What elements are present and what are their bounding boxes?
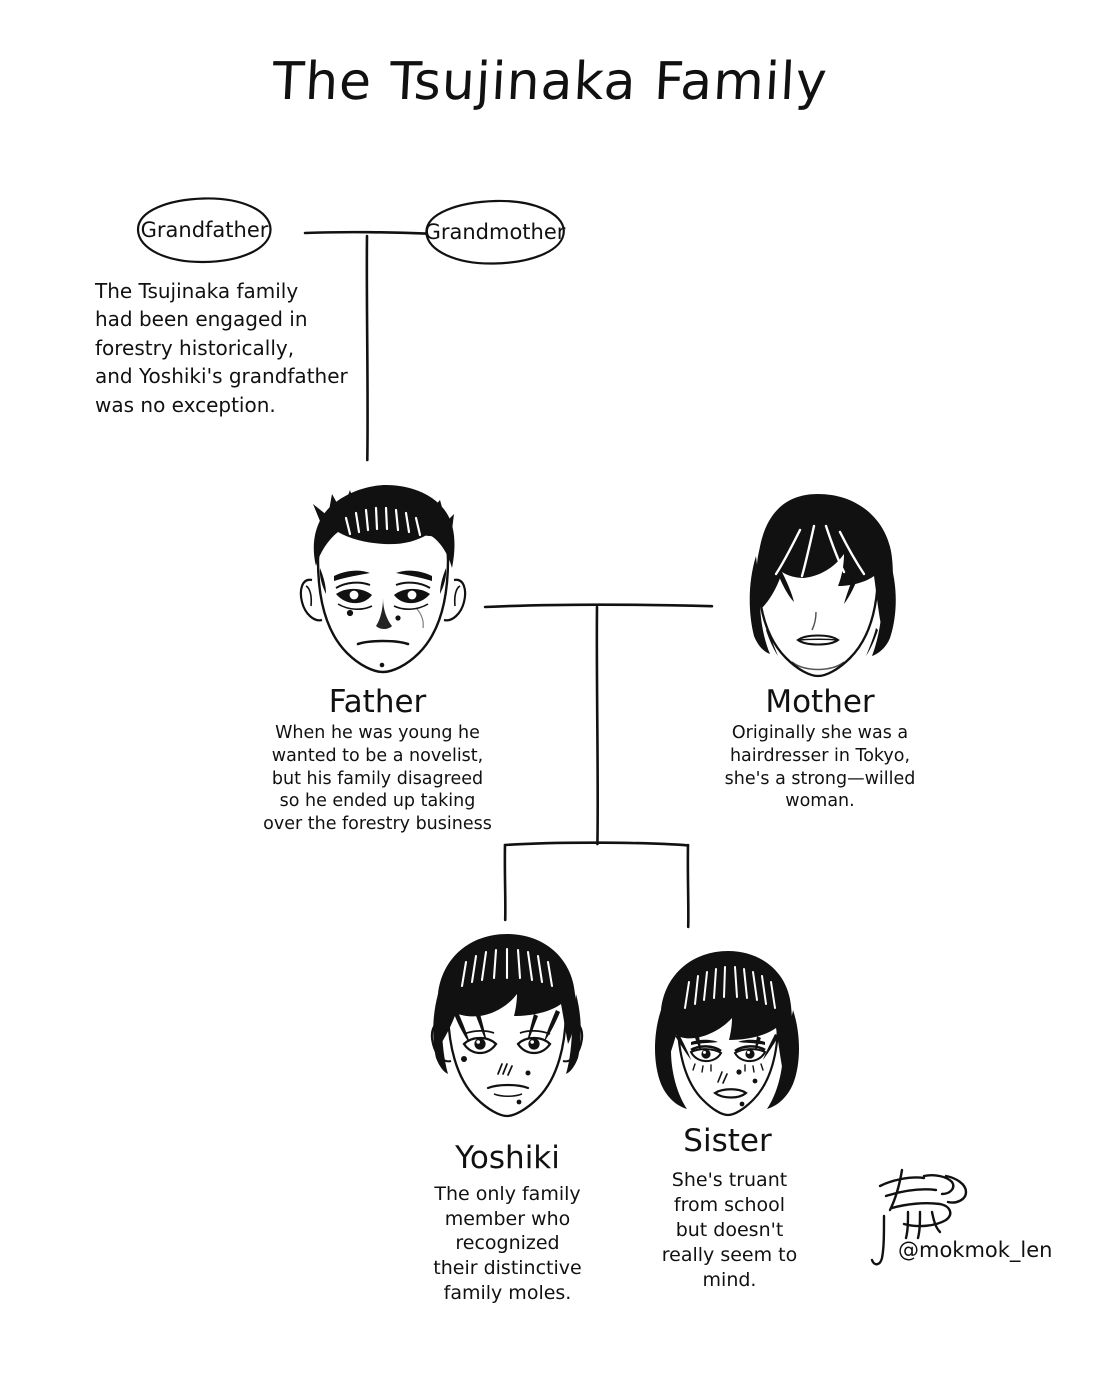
yoshiki-portrait[interactable] — [418, 932, 596, 1120]
grandparents-note-line: forestry historically, — [95, 335, 295, 360]
grandparents-note: The Tsujinaka family had been engaged in… — [95, 277, 395, 419]
artist-signature: @mokmok_len — [862, 1160, 1062, 1290]
father-portrait[interactable] — [288, 482, 478, 678]
mother-description-line: Originally she was a — [731, 723, 909, 743]
yoshiki-description-line: family moles. — [443, 1281, 572, 1304]
edge-parents-to-children — [595, 605, 600, 846]
father-description-line: over the forestry business — [263, 814, 492, 834]
grandparents-note-line: had been engaged in — [95, 307, 308, 332]
mother-description-line: hairdresser in Tokyo, — [729, 745, 911, 766]
sister-description: She's truant from school but doesn't rea… — [652, 1168, 807, 1293]
sister-name: Sister — [683, 1123, 772, 1159]
mole — [752, 1078, 758, 1084]
sister-description-line: really seem to — [661, 1244, 798, 1267]
father-description-line: so he ended up taking — [279, 791, 476, 812]
mole — [379, 662, 385, 668]
father-description-line: but his family disagreed — [271, 768, 484, 789]
edge-parents-marriage — [483, 603, 714, 609]
edge-bar-to-sister — [686, 843, 690, 929]
yoshiki-name: Yoshiki — [455, 1140, 560, 1176]
father-description-line: wanted to be a novelist, — [271, 745, 484, 766]
yoshiki-description: The only family member who recognized th… — [415, 1182, 600, 1305]
grandfather-ellipse — [136, 197, 272, 264]
grandparents-note-line: was no exception. — [95, 392, 276, 417]
sister-description-line: but doesn't — [675, 1219, 784, 1242]
father-name: Father — [328, 684, 427, 720]
sister-description-line: She's truant — [671, 1169, 788, 1191]
mole — [395, 615, 401, 621]
mother-description-line: she's a strong—willed — [724, 768, 916, 789]
yoshiki-description-line: The only family — [434, 1183, 581, 1205]
yoshiki-description-line: member who — [444, 1207, 571, 1230]
mole — [461, 1056, 467, 1062]
father-description-line: When he was young he — [275, 723, 480, 743]
yoshiki-description-line: recognized — [455, 1232, 560, 1255]
grandmother-ellipse — [425, 199, 565, 265]
edge-grandparents-marriage — [303, 230, 428, 235]
edge-sibling-bar — [503, 841, 690, 847]
grandmother-label: Grandmother — [424, 220, 566, 244]
node-grandmother[interactable]: Grandmother — [424, 199, 566, 265]
mole — [739, 1101, 745, 1107]
node-grandfather[interactable]: Grandfather — [136, 196, 273, 264]
artist-handle: @mokmok_len — [898, 1238, 1053, 1262]
mother-description: Originally she was a hairdresser in Toky… — [710, 722, 930, 813]
grandfather-label: Grandfather — [140, 218, 269, 242]
yoshiki-description-line: their distinctive — [433, 1257, 582, 1280]
grandparents-note-line: The Tsujinaka family — [95, 279, 299, 303]
sister-description-line: mind. — [702, 1269, 757, 1292]
mother-portrait[interactable] — [726, 490, 910, 680]
artist-signature-mark — [870, 1168, 968, 1266]
mother-description-line: woman. — [785, 791, 855, 812]
sister-description-line: from school — [673, 1194, 786, 1217]
mole — [525, 1070, 531, 1076]
sister-portrait[interactable] — [645, 948, 811, 1120]
father-description: When he was young he wanted to be a nove… — [250, 722, 505, 836]
grandparents-note-line: and Yoshiki's grandfather — [95, 364, 348, 389]
mole — [346, 609, 354, 617]
mole — [516, 1099, 522, 1105]
edge-bar-to-yoshiki — [503, 843, 507, 922]
page-title: The Tsujinaka Family — [270, 52, 830, 112]
mole — [736, 1069, 742, 1075]
mother-name: Mother — [765, 684, 875, 720]
